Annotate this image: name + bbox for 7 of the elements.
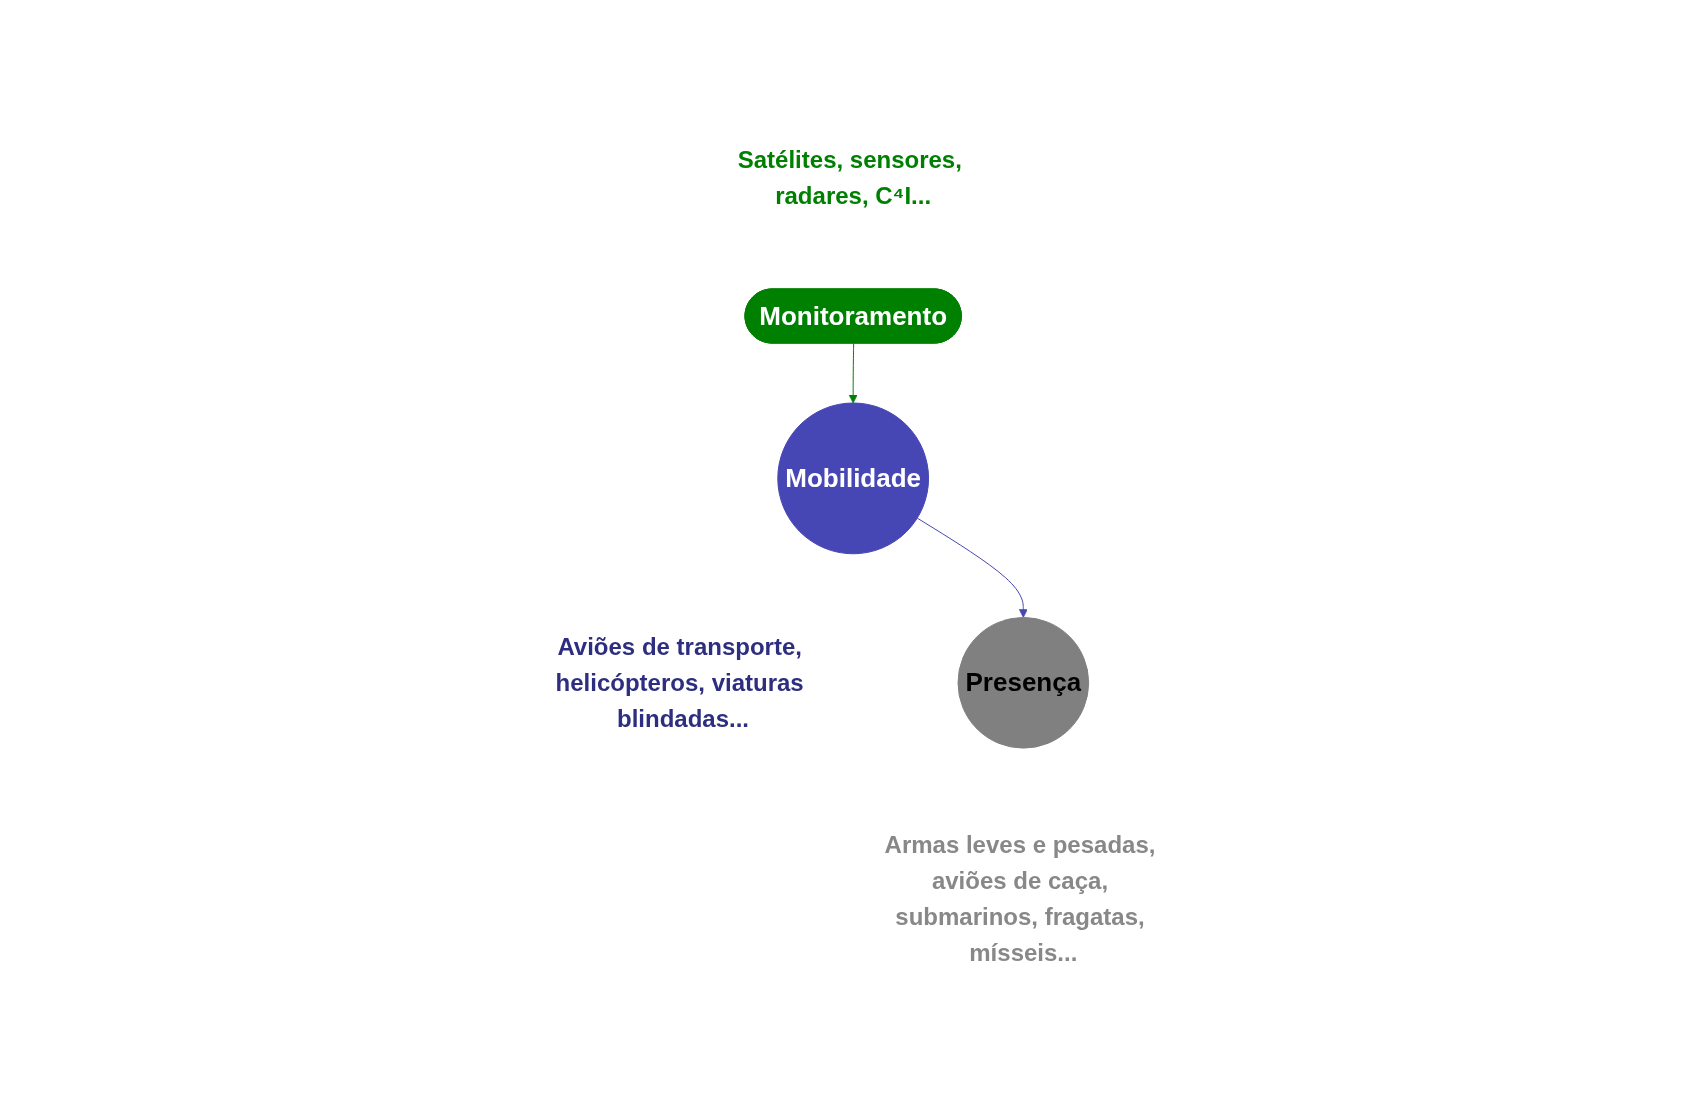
arrow bbox=[848, 342, 858, 403]
node-circle: Presença bbox=[957, 616, 1089, 749]
node-label: Satélites, sensores, radares, C⁴I... bbox=[737, 145, 962, 209]
node-circle: Mobilidade bbox=[777, 402, 929, 554]
node-label: Armas leves e pesadas, aviões de caça, submarinos, fragatas, mísseis... bbox=[884, 830, 1156, 966]
arrow bbox=[916, 517, 1028, 618]
node-label: Aviões de transporte, helicópteros, viaturas blindadas... bbox=[555, 632, 804, 732]
